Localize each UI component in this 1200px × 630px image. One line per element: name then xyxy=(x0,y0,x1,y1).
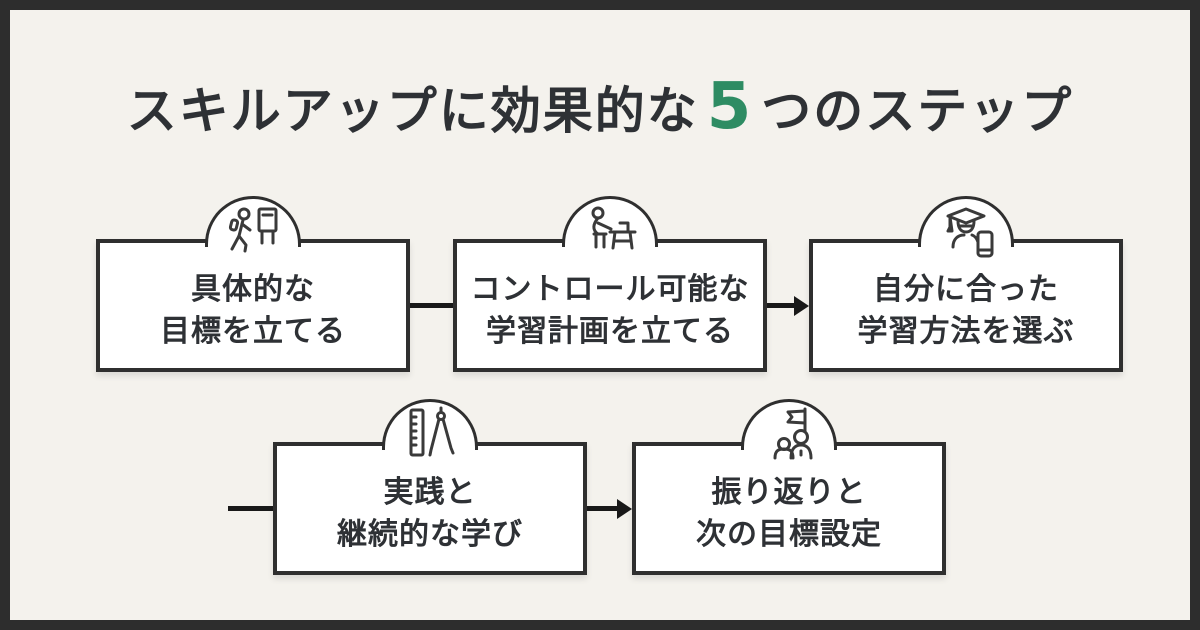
step-label-line: 学習方法を選ぶ xyxy=(857,313,1075,349)
step-label: 具体的な 目標を立てる xyxy=(160,259,346,353)
step-card-3: 自分に合った 学習方法を選ぶ xyxy=(809,196,1123,372)
title-prefix: スキルアップに効果的な xyxy=(126,82,699,140)
step-label-line: 振り返りと xyxy=(711,474,867,510)
connector-arrow-step2-step3 xyxy=(767,303,794,308)
step-card-2: コントロール可能な 学習計画を立てる xyxy=(453,196,767,372)
ruler-compass-icon xyxy=(398,404,462,468)
step-card-4: 実践と 継続的な学び xyxy=(273,399,587,575)
step-label-line: コントロール可能な xyxy=(470,271,750,307)
step-label: 実践と 継続的な学び xyxy=(337,462,523,556)
person-study-desk-icon xyxy=(578,201,642,265)
walker-goal-sign-icon xyxy=(221,201,285,265)
title-suffix: つのステップ xyxy=(761,82,1074,140)
step-label: コントロール可能な 学習計画を立てる xyxy=(471,259,750,353)
title-highlight-number: 5 xyxy=(706,70,754,144)
step-label-line: 自分に合った xyxy=(873,271,1059,307)
step-label: 自分に合った 学習方法を選ぶ xyxy=(858,259,1075,353)
step-card-1: 具体的な 目標を立てる xyxy=(96,196,410,372)
step-label-line: 目標を立てる xyxy=(160,313,346,349)
step-label-line: 継続的な学び xyxy=(337,516,523,552)
step-card-5: 振り返りと 次の目標設定 xyxy=(632,399,946,575)
step-label-line: 次の目標設定 xyxy=(696,516,882,552)
step-label: 振り返りと 次の目標設定 xyxy=(696,462,882,556)
connector-arrow-step4-step5 xyxy=(587,506,617,511)
step-label-line: 実践と xyxy=(383,474,477,510)
connector-line-step1-step2 xyxy=(410,303,453,308)
step-label-line: 具体的な xyxy=(191,271,315,307)
connector-line-into-step4 xyxy=(228,506,273,511)
graduate-phone-icon xyxy=(934,201,998,265)
people-flag-icon xyxy=(757,404,821,468)
step-label-line: 学習計画を立てる xyxy=(486,313,734,349)
